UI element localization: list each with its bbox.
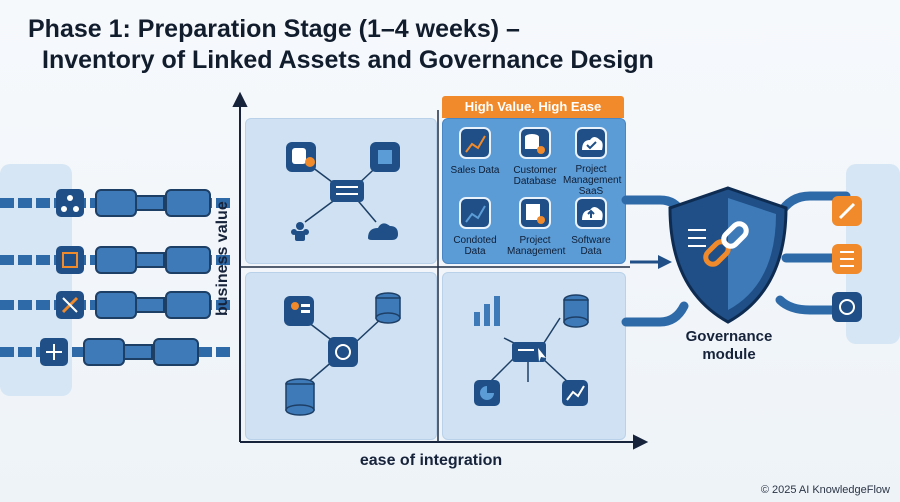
nodes-icon	[56, 246, 84, 274]
database-icon-2	[375, 292, 401, 324]
server-icon	[330, 180, 364, 202]
page-title: Phase 1: Preparation Stage (1–4 weeks) –…	[28, 14, 788, 76]
tile-customer-database[interactable]: Customer Database	[507, 163, 563, 187]
hv-tile-icons	[459, 127, 607, 229]
connector-row-1	[0, 189, 230, 217]
tile-software-data[interactable]: Software Data	[563, 233, 619, 257]
left-connectors	[0, 189, 230, 366]
tile-project-management-saas[interactable]: Project Management SaaS	[563, 162, 622, 197]
tile-label: Project Management	[507, 235, 566, 257]
openai-icon-right	[832, 292, 862, 322]
tile-label: Sales Data	[450, 165, 500, 176]
governance-label-line-2: module	[702, 346, 756, 363]
x-axis-label: ease of integration	[359, 452, 503, 469]
user-profile-icon	[284, 296, 314, 326]
tile-label: Condoted Data	[453, 235, 497, 257]
y-axis-label: business value	[214, 201, 231, 316]
bottom-right-network	[487, 317, 571, 385]
title-line-2: Inventory of Linked Assets and Governanc…	[42, 46, 654, 74]
tile-label: Software Data	[571, 235, 611, 257]
network-icon	[56, 189, 84, 217]
connector-row-4	[0, 338, 230, 366]
copyright-footer: © 2025 AI KnowledgeFlow	[760, 484, 890, 496]
connector-row-3	[0, 291, 230, 319]
tile-label: Project Management SaaS	[563, 164, 622, 197]
database-icon-4	[563, 294, 589, 328]
title-line-1: Phase 1: Preparation Stage (1–4 weeks) –	[28, 15, 520, 43]
shield-chain-icon	[668, 186, 788, 324]
bar-chart-icon	[474, 296, 500, 326]
quadrant-bottom-right	[442, 272, 626, 440]
connector-row-2	[0, 246, 230, 274]
browser-icon	[512, 342, 546, 362]
right-connector-icons	[832, 196, 862, 322]
tile-project-management[interactable]: Project Management	[507, 233, 566, 257]
governance-label-line-1: Governance	[685, 328, 773, 345]
tile-sales-data[interactable]: Sales Data	[447, 163, 503, 176]
tile-condoted-data[interactable]: Condoted Data	[447, 233, 503, 257]
cloud-icon	[368, 223, 398, 240]
openai-icon	[328, 337, 358, 367]
database-icon-3	[285, 378, 315, 416]
arrow-to-governance	[630, 255, 672, 269]
high-value-label: High Value, High Ease	[442, 96, 624, 118]
tile-label: Customer Database	[513, 165, 557, 187]
users-icon	[291, 222, 309, 241]
governance-module-label: Governance module	[672, 328, 786, 364]
